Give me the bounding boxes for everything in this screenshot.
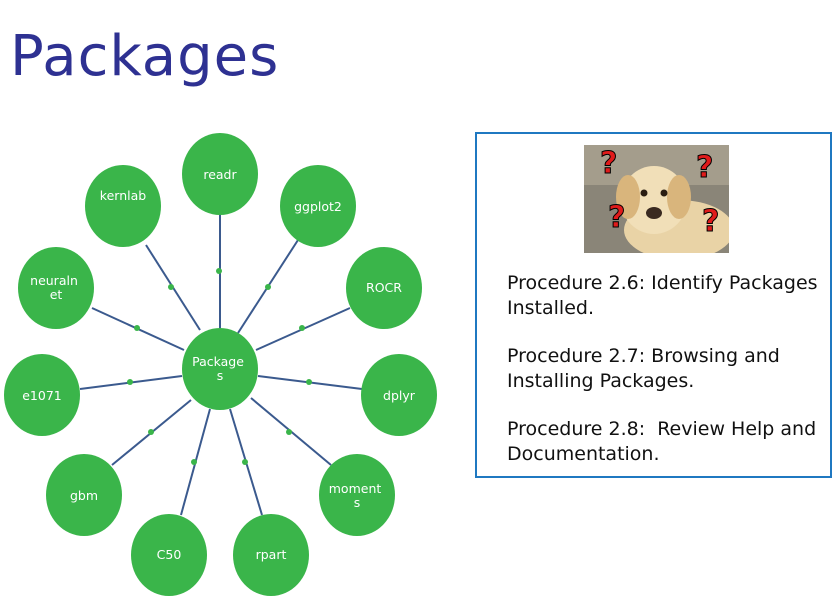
node-label-center: Package s (192, 354, 248, 383)
procedure-2-7: Procedure 2.7: Browsing and Installing P… (507, 345, 780, 392)
procedure-2-8: Procedure 2.8: Review Help and Documenta… (507, 418, 823, 465)
connector-dot (286, 429, 292, 435)
neuralnet-label-line1: neuraln (30, 273, 78, 288)
node-rpart (233, 514, 309, 596)
node-label-gbm: gbm (70, 488, 98, 503)
connector-dot (242, 459, 248, 465)
node-label-c50: C50 (157, 547, 182, 562)
node-label-ggplot2: ggplot2 (294, 199, 342, 214)
connector-dot (265, 284, 271, 290)
node-ggplot2 (280, 165, 356, 247)
svg-text:?: ? (696, 150, 713, 185)
node-label-e1071: e1071 (22, 388, 62, 403)
procedures-panel: ? ? ? ? Procedure 2.6: Identify Packages… (475, 132, 832, 478)
connector-dot (168, 284, 174, 290)
connector-dot (216, 268, 222, 274)
node-c50 (131, 514, 207, 596)
confused-dog-image: ? ? ? ? (584, 145, 729, 253)
center-label-line2: s (217, 368, 224, 383)
connector-dot (148, 429, 154, 435)
node-label-kernlab: kernlab (100, 188, 146, 203)
node-label-neuralnet: neuraln et (30, 273, 82, 302)
node-readr (182, 133, 258, 215)
node-label-rpart: rpart (256, 547, 287, 562)
svg-text:?: ? (608, 200, 625, 235)
node-label-rocr: ROCR (366, 280, 402, 295)
node-dplyr (361, 354, 437, 436)
node-neuralnet (18, 247, 94, 329)
connector-dots (127, 268, 312, 465)
connector-dot (191, 459, 197, 465)
node-e1071 (4, 354, 80, 436)
node-packages-center (182, 328, 258, 410)
connector-dot (134, 325, 140, 331)
node-gbm (46, 454, 122, 536)
moments-label-line1: moment (329, 481, 382, 496)
node-rocr (346, 247, 422, 329)
center-label-line1: Package (192, 354, 244, 369)
moments-label-line2: s (354, 495, 361, 510)
connector-dot (306, 379, 312, 385)
package-hub-diagram: Package s readr ggplot2 ROCR dplyr momen… (4, 133, 437, 596)
svg-text:?: ? (600, 146, 617, 181)
connector-dot (127, 379, 133, 385)
svg-text:?: ? (702, 204, 719, 239)
slide-title: Packages (10, 24, 280, 89)
node-kernlab (85, 165, 161, 247)
connector-dot (299, 325, 305, 331)
node-label-readr: readr (203, 167, 237, 182)
procedure-2-6: Procedure 2.6: Identify Packages Install… (507, 272, 818, 319)
neuralnet-label-line2: et (50, 287, 63, 302)
node-moments (319, 454, 395, 536)
node-label-moments: moment s (329, 481, 386, 510)
node-label-dplyr: dplyr (383, 388, 416, 403)
